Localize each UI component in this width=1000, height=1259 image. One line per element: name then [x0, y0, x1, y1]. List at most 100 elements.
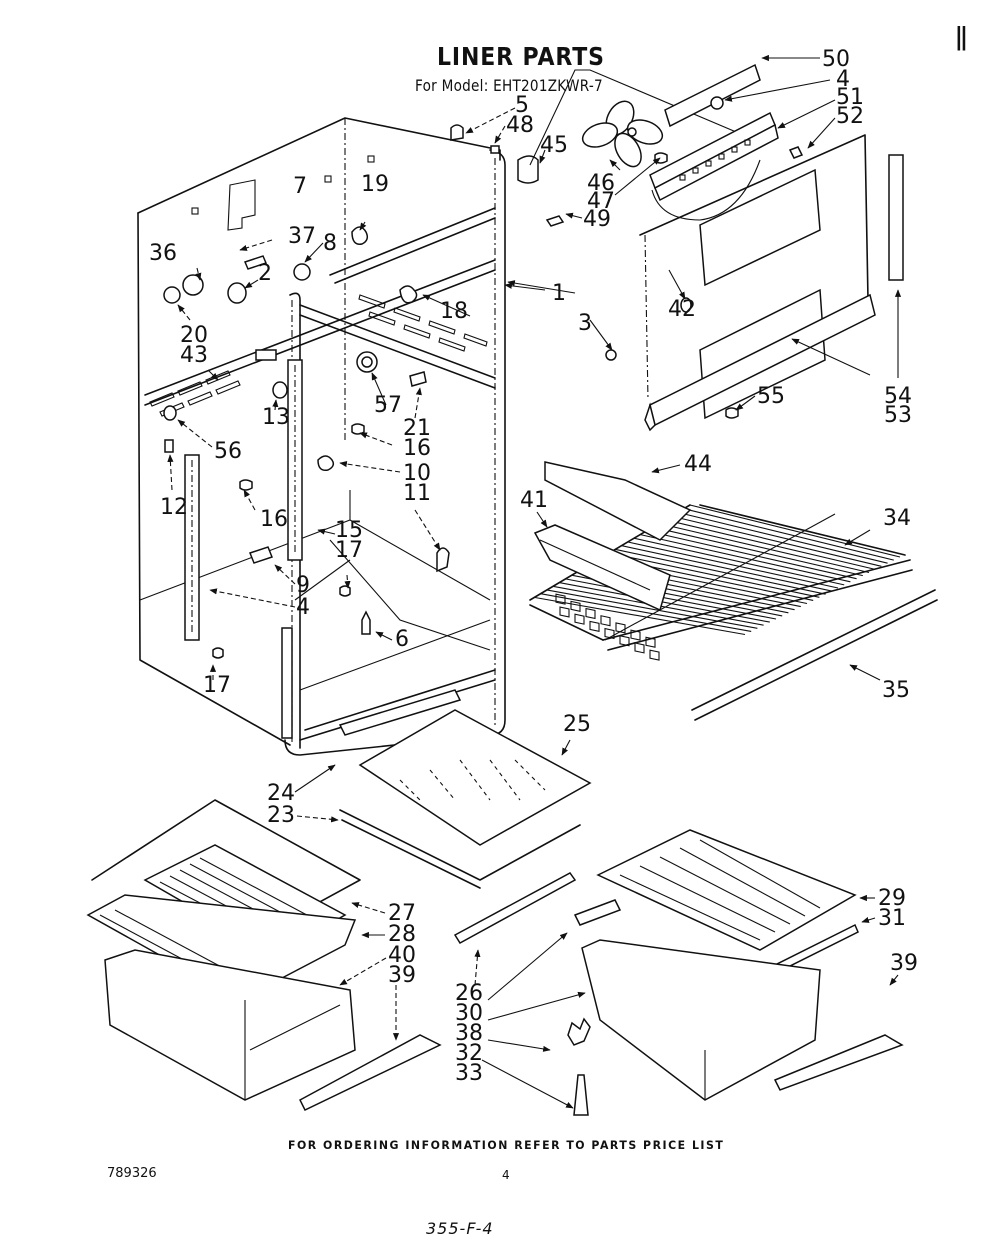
left-crisper-group	[86, 799, 442, 1111]
shelf-rod	[534, 596, 746, 636]
callout-39-right: 39	[890, 951, 918, 976]
callout-55: 55	[757, 384, 785, 409]
ice-cell	[574, 613, 585, 625]
ice-cell	[615, 622, 626, 634]
part-20-shape	[163, 286, 181, 304]
part-21-shape	[409, 371, 427, 387]
part-2-shape	[227, 282, 247, 304]
callout-36: 36	[149, 241, 177, 266]
shelf-rod	[627, 541, 839, 589]
callout-47: 47	[587, 189, 615, 214]
callout-1: 1	[552, 281, 566, 306]
ice-cell	[619, 635, 630, 647]
part-41-shape	[533, 524, 671, 612]
callout-27: 27	[388, 901, 416, 926]
callout-12: 12	[160, 495, 188, 520]
callout-34: 34	[883, 506, 911, 531]
ice-cell	[604, 627, 615, 640]
part-42-shape	[680, 297, 692, 313]
shelf-rod	[658, 522, 870, 574]
callout-50: 50	[822, 47, 850, 72]
callout-8: 8	[323, 231, 337, 256]
ice-cell	[585, 607, 596, 620]
callout-35: 35	[882, 678, 910, 703]
shelf-rod	[683, 508, 894, 561]
callout-44: 44	[684, 452, 712, 477]
callout-20: 20	[180, 323, 208, 348]
part-44-shape	[544, 461, 692, 541]
callout-24: 24	[267, 781, 295, 806]
part-47-shape	[654, 152, 668, 164]
leader-lines	[167, 54, 902, 1109]
ice-cell	[645, 636, 656, 648]
ice-cell	[600, 615, 611, 627]
callout-39-left: 39	[388, 963, 416, 988]
handwritten-code: 355-F-4	[426, 1219, 494, 1238]
part-49-shape	[545, 215, 565, 227]
part-13-shape	[272, 381, 288, 399]
callout-53: 53	[884, 403, 912, 428]
part-25-shape	[358, 709, 592, 846]
part-26-shape	[453, 872, 577, 944]
callout-5: 5	[515, 93, 529, 118]
callout-32: 32	[455, 1041, 483, 1066]
callout-11: 11	[403, 481, 431, 506]
ice-cell	[634, 642, 645, 654]
part-37-shape	[243, 255, 268, 270]
liner-cabinet	[137, 117, 506, 756]
callout-33: 33	[455, 1061, 483, 1086]
cabinet-hardware	[163, 226, 450, 659]
callout-41: 41	[520, 488, 548, 513]
callout-4-top: 4	[836, 67, 850, 92]
part-46-shape	[581, 100, 664, 168]
callout-21: 21	[403, 416, 431, 441]
callout-45: 45	[540, 133, 568, 158]
part-29-shape	[596, 829, 857, 951]
callout-17-lower: 17	[203, 673, 231, 698]
part-3-shape	[605, 349, 617, 361]
callout-2: 2	[258, 261, 272, 286]
callout-38: 38	[455, 1021, 483, 1046]
callouts: 50 4 51 52 5 48 45 46 47 49 19 7 37 8 36…	[149, 47, 918, 1109]
part-40-shape	[104, 949, 356, 1101]
shelf-rod	[640, 534, 851, 583]
shelf-rod	[609, 552, 820, 598]
corner-mark: ǁ	[955, 22, 968, 52]
part-39a-shape	[299, 1034, 442, 1111]
evaporator-cover-panel	[605, 134, 904, 432]
shelf-rod	[646, 530, 857, 580]
shelf-rod	[547, 589, 758, 629]
part-33-shape	[573, 1074, 589, 1116]
callout-48: 48	[506, 113, 534, 138]
callout-18: 18	[440, 299, 468, 324]
callout-3: 3	[578, 311, 592, 336]
part-39b-shape	[773, 1034, 904, 1091]
page-number: 4	[502, 1168, 510, 1182]
shelf-rod	[671, 515, 882, 567]
document-number: 789326	[107, 1166, 157, 1181]
part-56-shape	[163, 405, 177, 421]
part-38-shape	[581, 939, 821, 1101]
callout-37: 37	[288, 224, 316, 249]
part-4-nut-shape	[710, 96, 724, 110]
shelf-rod	[565, 578, 777, 620]
part-32-shape	[567, 1017, 591, 1046]
part-48-shape	[490, 145, 500, 154]
callout-42: 42	[668, 297, 696, 322]
shelf-rod	[621, 545, 832, 592]
part-12-shape	[164, 439, 174, 453]
callout-4-lower: 4	[296, 595, 310, 620]
part-9-shape	[249, 546, 273, 564]
callout-13: 13	[262, 405, 290, 430]
part-11-shape	[436, 547, 450, 573]
part-52-shape	[788, 146, 804, 159]
fan-assembly	[450, 63, 804, 227]
callout-23: 23	[267, 803, 295, 828]
part-16a-shape	[351, 423, 365, 435]
callout-52: 52	[836, 104, 864, 129]
callout-28: 28	[388, 922, 416, 947]
part-16b-shape	[239, 479, 253, 491]
shelf-rod	[689, 504, 901, 558]
part-6-shape	[361, 610, 371, 635]
callout-51: 51	[836, 85, 864, 110]
